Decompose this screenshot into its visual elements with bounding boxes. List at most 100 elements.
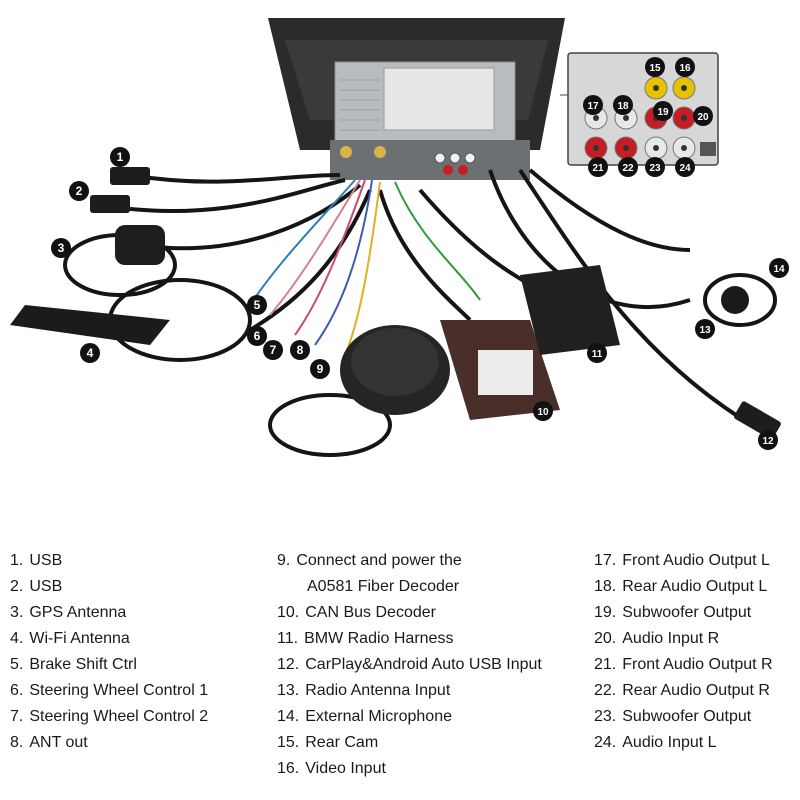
legend-item-number: 7. bbox=[10, 708, 24, 725]
callout-24: 24 bbox=[675, 157, 695, 177]
callout-label: 3 bbox=[58, 241, 65, 255]
legend-item-text: Video Input bbox=[305, 760, 386, 777]
legend-item: 18.Rear Audio Output L bbox=[594, 574, 773, 600]
legend-item: 6. Steering Wheel Control 1 bbox=[10, 678, 208, 704]
legend-item: 10. CAN Bus Decoder bbox=[277, 600, 542, 626]
callout-label: 15 bbox=[649, 63, 661, 74]
legend-item-number: 23. bbox=[594, 708, 617, 725]
callout-10: 10 bbox=[533, 401, 553, 421]
legend-item: 16. Video Input bbox=[277, 756, 542, 782]
legend-item: 21. Front Audio Output R bbox=[594, 652, 773, 678]
legend-item: 19.Subwoofer Output bbox=[594, 600, 773, 626]
legend-item-number: 24. bbox=[594, 734, 617, 751]
legend-item-number: 20. bbox=[594, 630, 617, 647]
callout-4: 4 bbox=[80, 343, 100, 363]
legend-item-number: 6. bbox=[10, 682, 24, 699]
legend-item: 5.Brake Shift Ctrl bbox=[10, 652, 208, 678]
legend-item: 22. Rear Audio Output R bbox=[594, 678, 773, 704]
callout-19: 19 bbox=[653, 101, 673, 121]
callout-label: 16 bbox=[679, 63, 691, 74]
legend-item-text: USB bbox=[29, 552, 63, 569]
legend-item-number: 21. bbox=[594, 656, 617, 673]
legend-item: 20.Audio Input R bbox=[594, 626, 773, 652]
legend-item-text: ANT out bbox=[29, 734, 88, 751]
legend-item-text: Subwoofer Output bbox=[622, 708, 752, 725]
legend-item-text: Rear Audio Output R bbox=[622, 682, 770, 699]
callout-label: 5 bbox=[254, 298, 261, 312]
legend-item: 2. USB bbox=[10, 574, 208, 600]
callout-23: 23 bbox=[645, 157, 665, 177]
callout-7: 7 bbox=[263, 340, 283, 360]
legend-item-number: 16. bbox=[277, 760, 300, 777]
callout-label: 24 bbox=[679, 163, 691, 174]
legend-item-text: USB bbox=[29, 578, 63, 595]
legend-item-number: 18. bbox=[594, 578, 617, 595]
legend-item-text: Rear Cam bbox=[305, 734, 379, 751]
legend-item-text: Front Audio Output R bbox=[622, 656, 773, 673]
legend-item: 12. CarPlay&Android Auto USB Input bbox=[277, 652, 542, 678]
legend-item-number: 12. bbox=[277, 656, 300, 673]
legend-item-text: CarPlay&Android Auto USB Input bbox=[305, 656, 542, 673]
legend-item-text: CAN Bus Decoder bbox=[305, 604, 436, 621]
wifi-antenna bbox=[10, 305, 170, 345]
legend-item: 14. External Microphone bbox=[277, 704, 542, 730]
legend-item-number: 19. bbox=[594, 604, 617, 621]
carplay-usb bbox=[734, 401, 781, 440]
callout-label: 23 bbox=[649, 163, 661, 174]
legend-item-number: 14. bbox=[277, 708, 300, 725]
legend-item: 23. Subwoofer Output bbox=[594, 704, 773, 730]
legend-item: 15. Rear Cam bbox=[277, 730, 542, 756]
callout-label: 8 bbox=[297, 343, 304, 357]
legend-item: 9.Connect and power the bbox=[277, 548, 542, 574]
usb-connector-1 bbox=[110, 167, 150, 185]
callout-label: 19 bbox=[657, 107, 669, 118]
legend-item: 1.USB bbox=[10, 548, 208, 574]
callout-label: 22 bbox=[622, 163, 634, 174]
callout-label: 11 bbox=[592, 349, 603, 360]
callout-label: 1 bbox=[117, 150, 124, 164]
legend-item-text: External Microphone bbox=[305, 708, 452, 725]
callout-12: 12 bbox=[758, 430, 778, 450]
legend-item-text: Steering Wheel Control 1 bbox=[29, 682, 209, 699]
legend-item: 13.Radio Antenna Input bbox=[277, 678, 542, 704]
callout-13: 13 bbox=[695, 319, 715, 339]
legend-item-number: 8. bbox=[10, 734, 24, 751]
callout-label: 2 bbox=[76, 184, 83, 198]
legend-item-number: 10. bbox=[277, 604, 300, 621]
callout-label: 18 bbox=[617, 101, 629, 112]
legend-item: 17.Front Audio Output L bbox=[594, 548, 773, 574]
usb-connector-2 bbox=[90, 195, 130, 213]
legend-item-text: Wi-Fi Antenna bbox=[29, 630, 130, 647]
legend-item: 7. Steering Wheel Control 2 bbox=[10, 704, 208, 730]
callout-16: 16 bbox=[675, 57, 695, 77]
callout-2: 2 bbox=[69, 181, 89, 201]
legend-item-number: 2. bbox=[10, 578, 24, 595]
legend-item: 4.Wi-Fi Antenna bbox=[10, 626, 208, 652]
thin-wires bbox=[249, 179, 481, 356]
legend-item-number: 22. bbox=[594, 682, 617, 699]
legend-item-number: 11. bbox=[277, 630, 299, 647]
callout-label: 10 bbox=[537, 407, 549, 418]
callout-label: 17 bbox=[587, 101, 599, 112]
callout-label: 7 bbox=[270, 343, 277, 357]
callout-17: 17 bbox=[583, 95, 603, 115]
legend-item-text: Radio Antenna Input bbox=[305, 682, 451, 699]
callout-3: 3 bbox=[51, 238, 71, 258]
callout-label: 13 bbox=[699, 325, 711, 336]
callout-6: 6 bbox=[247, 326, 267, 346]
legend-item-number: 9. bbox=[277, 552, 291, 569]
legend-item-number: 15. bbox=[277, 734, 300, 751]
legend-item: 3.GPS Antenna bbox=[10, 600, 208, 626]
legend-item-number: 17. bbox=[594, 552, 617, 569]
legend-item-text: Steering Wheel Control 2 bbox=[29, 708, 209, 725]
callout-22: 22 bbox=[618, 157, 638, 177]
external-microphone bbox=[721, 286, 749, 314]
gps-antenna bbox=[115, 225, 165, 265]
callout-21: 21 bbox=[588, 157, 608, 177]
callout-label: 14 bbox=[773, 264, 785, 275]
legend-item: A0581 Fiber Decoder bbox=[277, 574, 542, 600]
callout-label: 9 bbox=[317, 362, 324, 376]
callout-8: 8 bbox=[290, 340, 310, 360]
